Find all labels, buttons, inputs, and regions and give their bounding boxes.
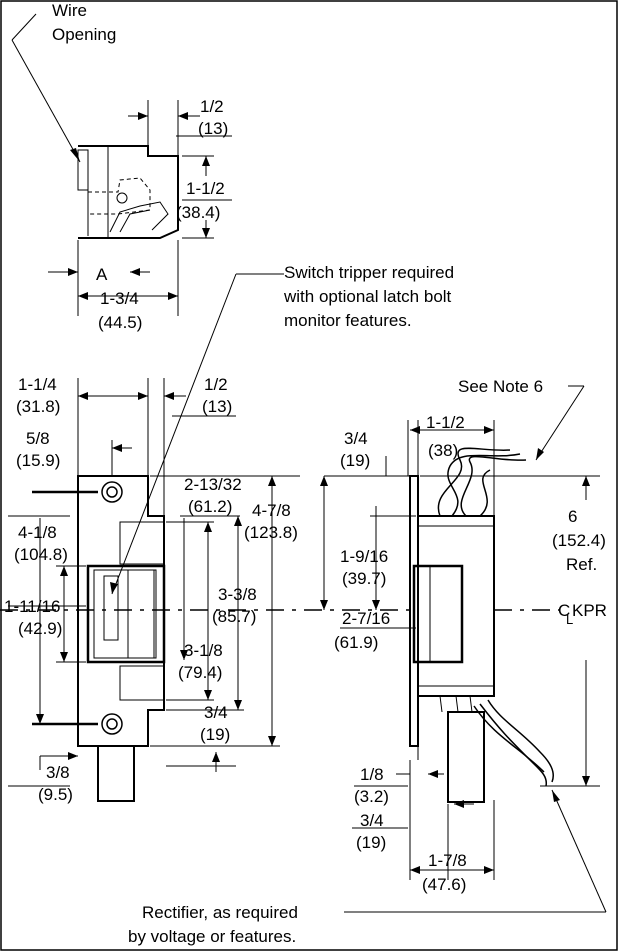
dim-4-1-8: 4-1/8 (18, 523, 57, 542)
wire-opening-label-1: Wire (52, 1, 87, 20)
see-note-label: See Note 6 (458, 377, 543, 396)
dim-side-1-1-2-mm: (38) (428, 441, 458, 460)
dim-side-3-4-top: 3/4 (344, 429, 368, 448)
wire-opening-label-2: Opening (52, 25, 116, 44)
dim-2-13-32-mm: (61.2) (188, 497, 232, 516)
dim-side-2-7-16: 2-7/16 (342, 609, 390, 628)
dim-3-4-front: 3/4 (204, 703, 228, 722)
switch-tripper-label-1: Switch tripper required (284, 263, 454, 282)
dim-side-1-7-8: 1-7/8 (428, 851, 467, 870)
switch-tripper-label-3: monitor features. (284, 311, 412, 330)
dim-side-1-9-16-mm: (39.7) (342, 569, 386, 588)
centerline-sub: L (566, 612, 573, 627)
dim-3-4-front-mm: (19) (200, 725, 230, 744)
dim-top-height-mm: (38.4) (176, 203, 220, 222)
dim-side-1-8: 1/8 (360, 765, 384, 784)
dim-1-1-4: 1-1/4 (18, 375, 57, 394)
dim-4-7-8: 4-7/8 (252, 501, 291, 520)
top-view (11, 13, 232, 316)
dim-side-1-8-mm: (3.2) (354, 787, 389, 806)
dim-1-2-front: 1/2 (204, 375, 228, 394)
dim-1-2-front-mm: (13) (202, 397, 232, 416)
dim-top-half: 1/2 (200, 97, 224, 116)
dim-side-6-mm: (152.4) (552, 531, 606, 550)
dim-3-3-8-mm: (85.7) (212, 607, 256, 626)
dim-3-3-8: 3-3/8 (218, 585, 257, 604)
dim-top-width: 1-3/4 (100, 289, 139, 308)
dim-4-7-8-mm: (123.8) (244, 523, 298, 542)
dim-3-1-8-mm: (79.4) (178, 663, 222, 682)
dim-side-1-9-16: 1-9/16 (340, 547, 388, 566)
dim-5-8: 5/8 (26, 429, 50, 448)
side-view (320, 385, 607, 913)
dim-3-8: 3/8 (46, 763, 70, 782)
dim-side-2-7-16-mm: (61.9) (334, 633, 378, 652)
dim-side-1-1-2: 1-1/2 (426, 413, 465, 432)
dim-top-half-mm: (13) (198, 119, 228, 138)
dim-side-3-4-bot-mm: (19) (356, 833, 386, 852)
switch-tripper-label-2: with optional latch bolt (283, 287, 452, 306)
dim-3-1-8: 3-1/8 (184, 641, 223, 660)
dim-top-width-mm: (44.5) (98, 313, 142, 332)
kpr-label: KPR (572, 601, 607, 620)
dim-side-1-7-8-mm: (47.6) (422, 875, 466, 894)
dim-2-13-32: 2-13/32 (184, 475, 242, 494)
dim-side-3-4-top-mm: (19) (340, 451, 370, 470)
rectifier-label-1: Rectifier, as required (142, 903, 298, 922)
dim-1-1-4-mm: (31.8) (16, 397, 60, 416)
dim-1-11-16-mm: (42.9) (18, 619, 62, 638)
centerline-symbol: C (558, 601, 570, 620)
front-view (0, 273, 560, 802)
dim-5-8-mm: (15.9) (16, 451, 60, 470)
rectifier-label-2: by voltage or features. (128, 927, 296, 946)
dim-top-height: 1-1/2 (186, 179, 225, 198)
dim-4-1-8-mm: (104.8) (14, 545, 68, 564)
dim-1-11-16: 1-11/16 (4, 597, 60, 616)
dim-side-3-4-bot: 3/4 (360, 811, 384, 830)
ref-label: Ref. (566, 555, 597, 574)
dim-a-label: A (96, 265, 108, 284)
dim-side-6: 6 (568, 507, 577, 526)
dim-3-8-mm: (9.5) (38, 785, 73, 804)
